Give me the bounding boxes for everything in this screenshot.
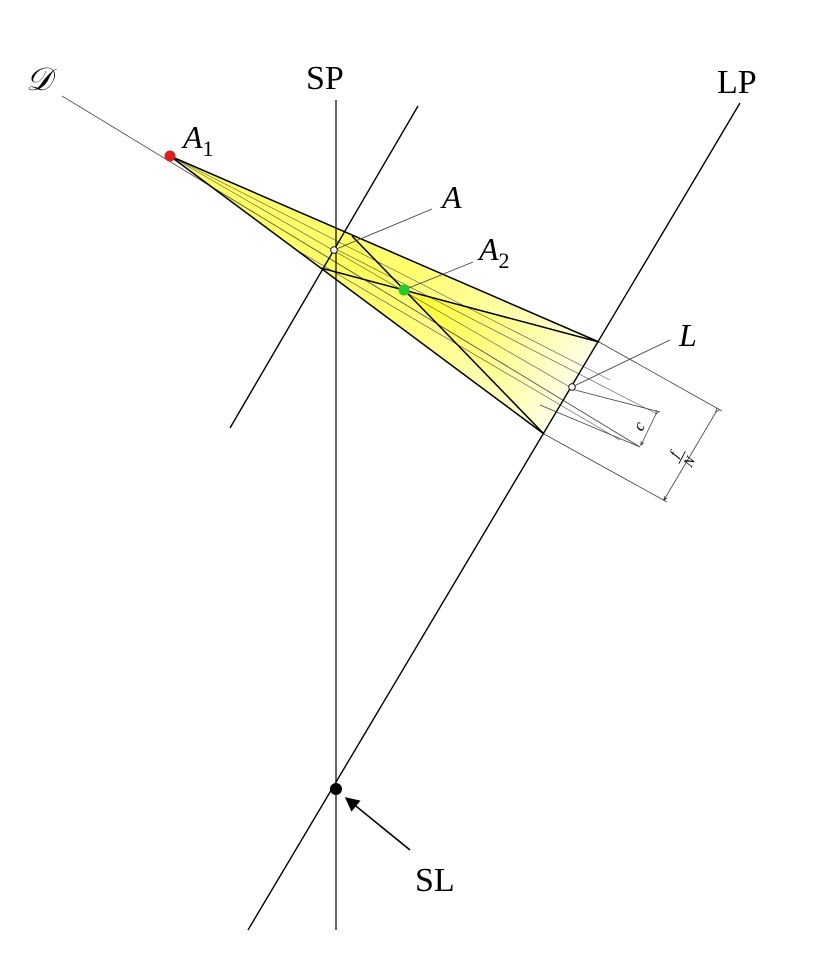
- label-SP: SP: [306, 60, 344, 97]
- label-A2: A2: [477, 231, 510, 273]
- sl-arrow: [344, 797, 411, 851]
- svg-text:f: f: [667, 448, 683, 460]
- point-SL: [330, 783, 342, 795]
- cone-inner: [404, 290, 599, 434]
- label-A1: A1: [181, 119, 214, 161]
- optical-axis-line: [61, 95, 641, 448]
- point-A2: [398, 284, 410, 296]
- label-LP: LP: [717, 64, 757, 101]
- light-cone: [170, 156, 599, 434]
- label-c: c: [629, 418, 650, 434]
- label-D: 𝒟: [26, 61, 57, 97]
- cone-outlines: [169, 155, 600, 435]
- internal-rays: [169, 155, 656, 441]
- image-plane-line: [229, 105, 419, 429]
- callout-lines: [333, 208, 671, 388]
- label-L: L: [678, 317, 697, 353]
- point-L-marker: [568, 383, 576, 391]
- lens-plane-line: [247, 102, 741, 931]
- svg-text:N: N: [681, 454, 699, 471]
- label-SL: SL: [415, 862, 455, 899]
- label-A: A: [440, 179, 462, 215]
- point-A-marker: [330, 246, 338, 254]
- point-A1: [164, 150, 176, 162]
